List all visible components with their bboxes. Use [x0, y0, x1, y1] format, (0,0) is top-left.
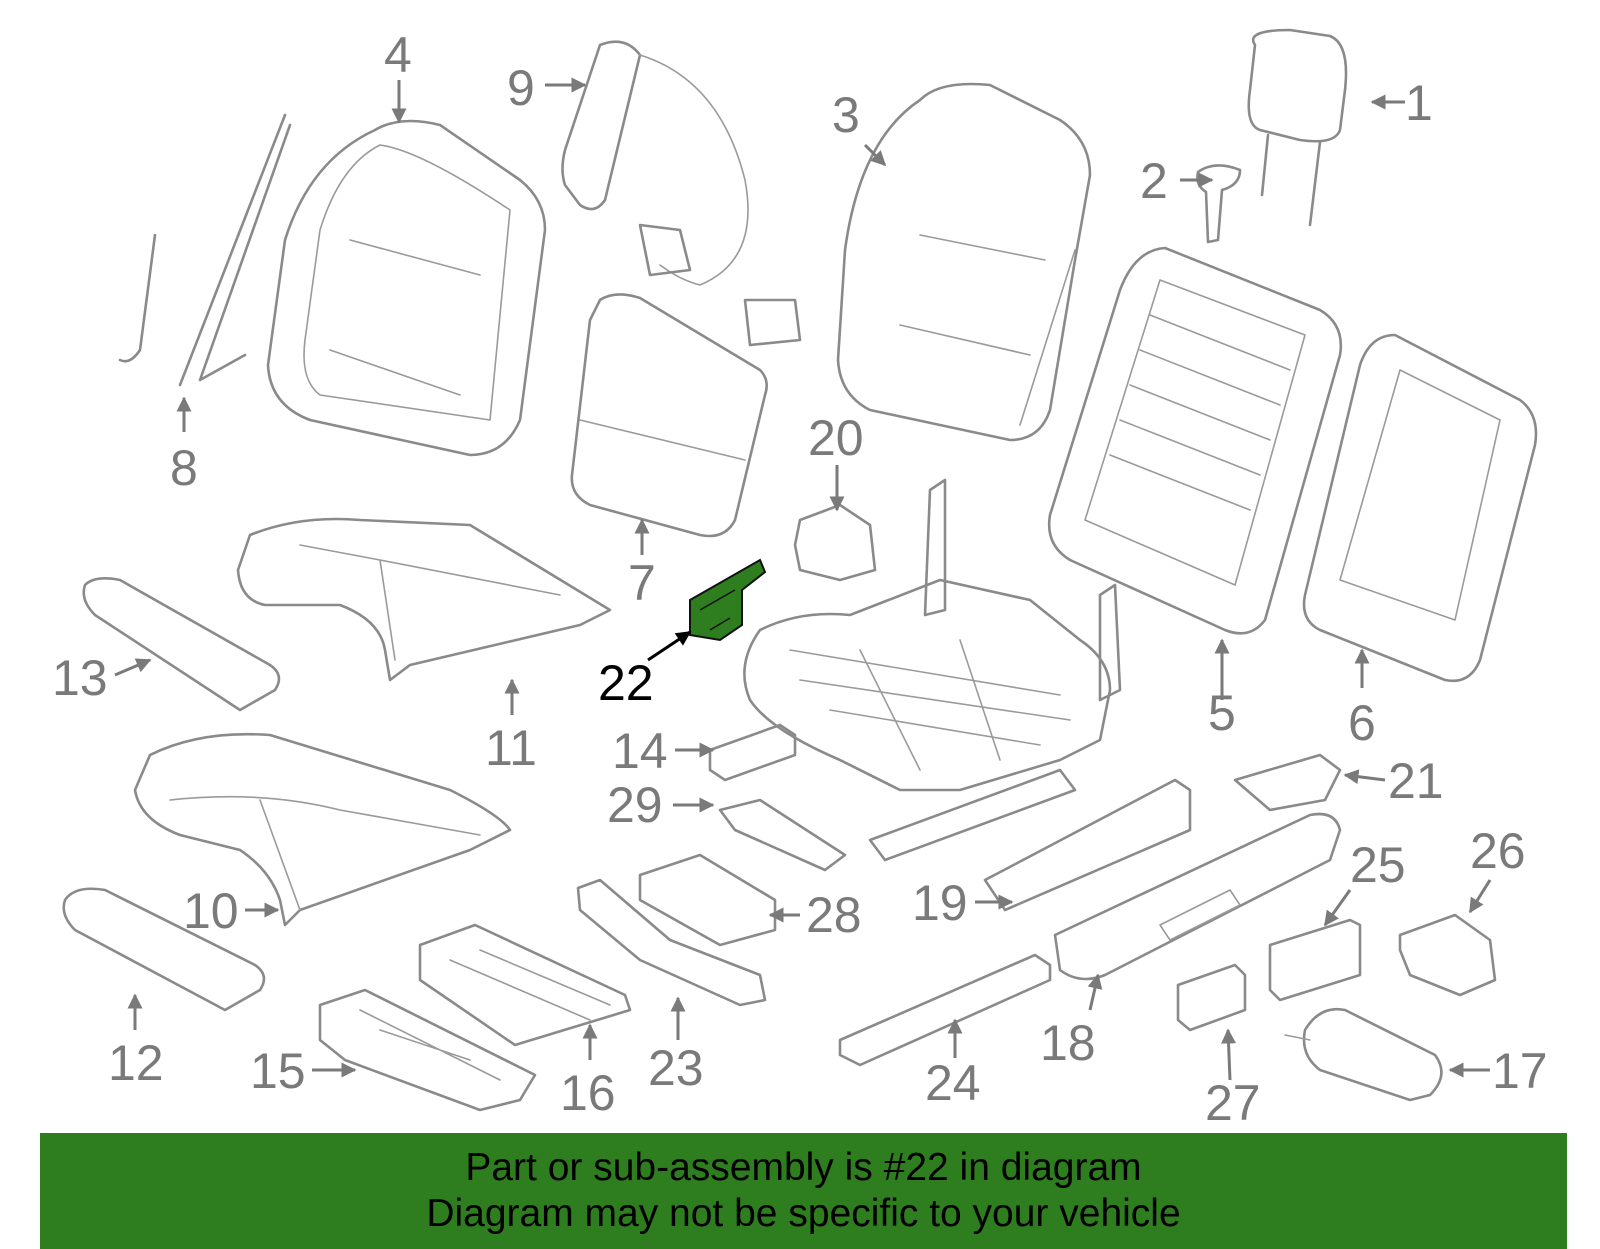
callout-18: 18	[1040, 1015, 1096, 1071]
callout-11: 11	[485, 720, 537, 776]
part-25-switch	[1268, 918, 1362, 1002]
part-5-backrest-frame	[1047, 246, 1343, 635]
part-8-trim-strip	[118, 113, 292, 387]
seat-parts-diagram: 1 2 3 4 5 6 7 8 9 10 11 12 13 14 15 16 1…	[52, 27, 1548, 1130]
callout-28: 28	[806, 887, 862, 943]
part-15-lower-pan	[318, 988, 537, 1112]
part-16-pan	[418, 923, 632, 1047]
part-24-rail-cover	[838, 953, 1052, 1067]
part-12-side-trim	[62, 887, 266, 1012]
part-7-lumbar-panel	[570, 293, 768, 538]
part-20-bracket	[793, 503, 877, 582]
callout-arrows	[114, 77, 1492, 1081]
info-banner: Part or sub-assembly is #22 in diagram D…	[40, 1133, 1567, 1249]
part-29-harness-bracket	[718, 798, 847, 872]
part-21-cover	[1233, 753, 1342, 812]
part-28-control-module	[638, 853, 777, 947]
callout-15: 15	[250, 1043, 306, 1099]
part-9-side-airbag	[561, 40, 802, 347]
callout-23: 23	[648, 1040, 704, 1096]
callout-14: 14	[612, 723, 668, 779]
callout-10: 10	[183, 883, 239, 939]
callout-3: 3	[832, 87, 860, 143]
callout-21: 21	[1388, 753, 1444, 809]
callout-2: 2	[1140, 153, 1168, 209]
part-6-back-panel	[1302, 333, 1538, 683]
banner-line-1: Part or sub-assembly is #22 in diagram	[465, 1146, 1142, 1189]
callout-29: 29	[607, 777, 663, 833]
callout-6: 6	[1348, 695, 1376, 751]
callout-20: 20	[808, 410, 864, 466]
callout-4: 4	[384, 27, 412, 83]
callout-labels: 1 2 3 4 5 6 7 8 9 10 11 12 13 14 15 16 1…	[52, 27, 1548, 1130]
part-22-highlighted-bracket	[689, 558, 767, 642]
part-10-seat-cushion	[133, 732, 512, 927]
callout-1: 1	[1405, 75, 1433, 131]
part-23-trim	[576, 878, 767, 1007]
callout-12: 12	[108, 1035, 164, 1091]
part-26-motor	[1398, 913, 1497, 997]
callout-24: 24	[925, 1055, 981, 1111]
callout-19: 19	[912, 875, 968, 931]
part-14-rail	[708, 723, 797, 782]
part-1-headrest	[1247, 28, 1348, 227]
callout-17: 17	[1492, 1043, 1548, 1099]
part-13-side-trim	[82, 577, 281, 712]
callout-26: 26	[1470, 823, 1526, 879]
callout-27: 27	[1205, 1075, 1261, 1130]
part-4-backrest-cushion	[266, 119, 547, 457]
part-27-switch	[1176, 963, 1247, 1032]
part-3-backrest-cover	[836, 82, 1092, 442]
callout-5: 5	[1208, 685, 1236, 741]
callout-13: 13	[52, 650, 108, 706]
callout-7: 7	[628, 555, 656, 611]
callout-8: 8	[170, 440, 198, 496]
part-2-guide	[1196, 164, 1242, 244]
callout-22: 22	[598, 655, 654, 711]
callout-16: 16	[560, 1065, 616, 1121]
part-17-motor	[1284, 1007, 1443, 1102]
part-19-bracket	[983, 778, 1192, 912]
seat-frame	[743, 478, 1122, 862]
part-11-seat-cushion-pad	[236, 517, 612, 682]
part-18-side-cover	[1053, 812, 1342, 981]
callout-9: 9	[507, 60, 535, 116]
banner-line-2: Diagram may not be specific to your vehi…	[426, 1192, 1181, 1235]
callout-25: 25	[1350, 837, 1406, 893]
